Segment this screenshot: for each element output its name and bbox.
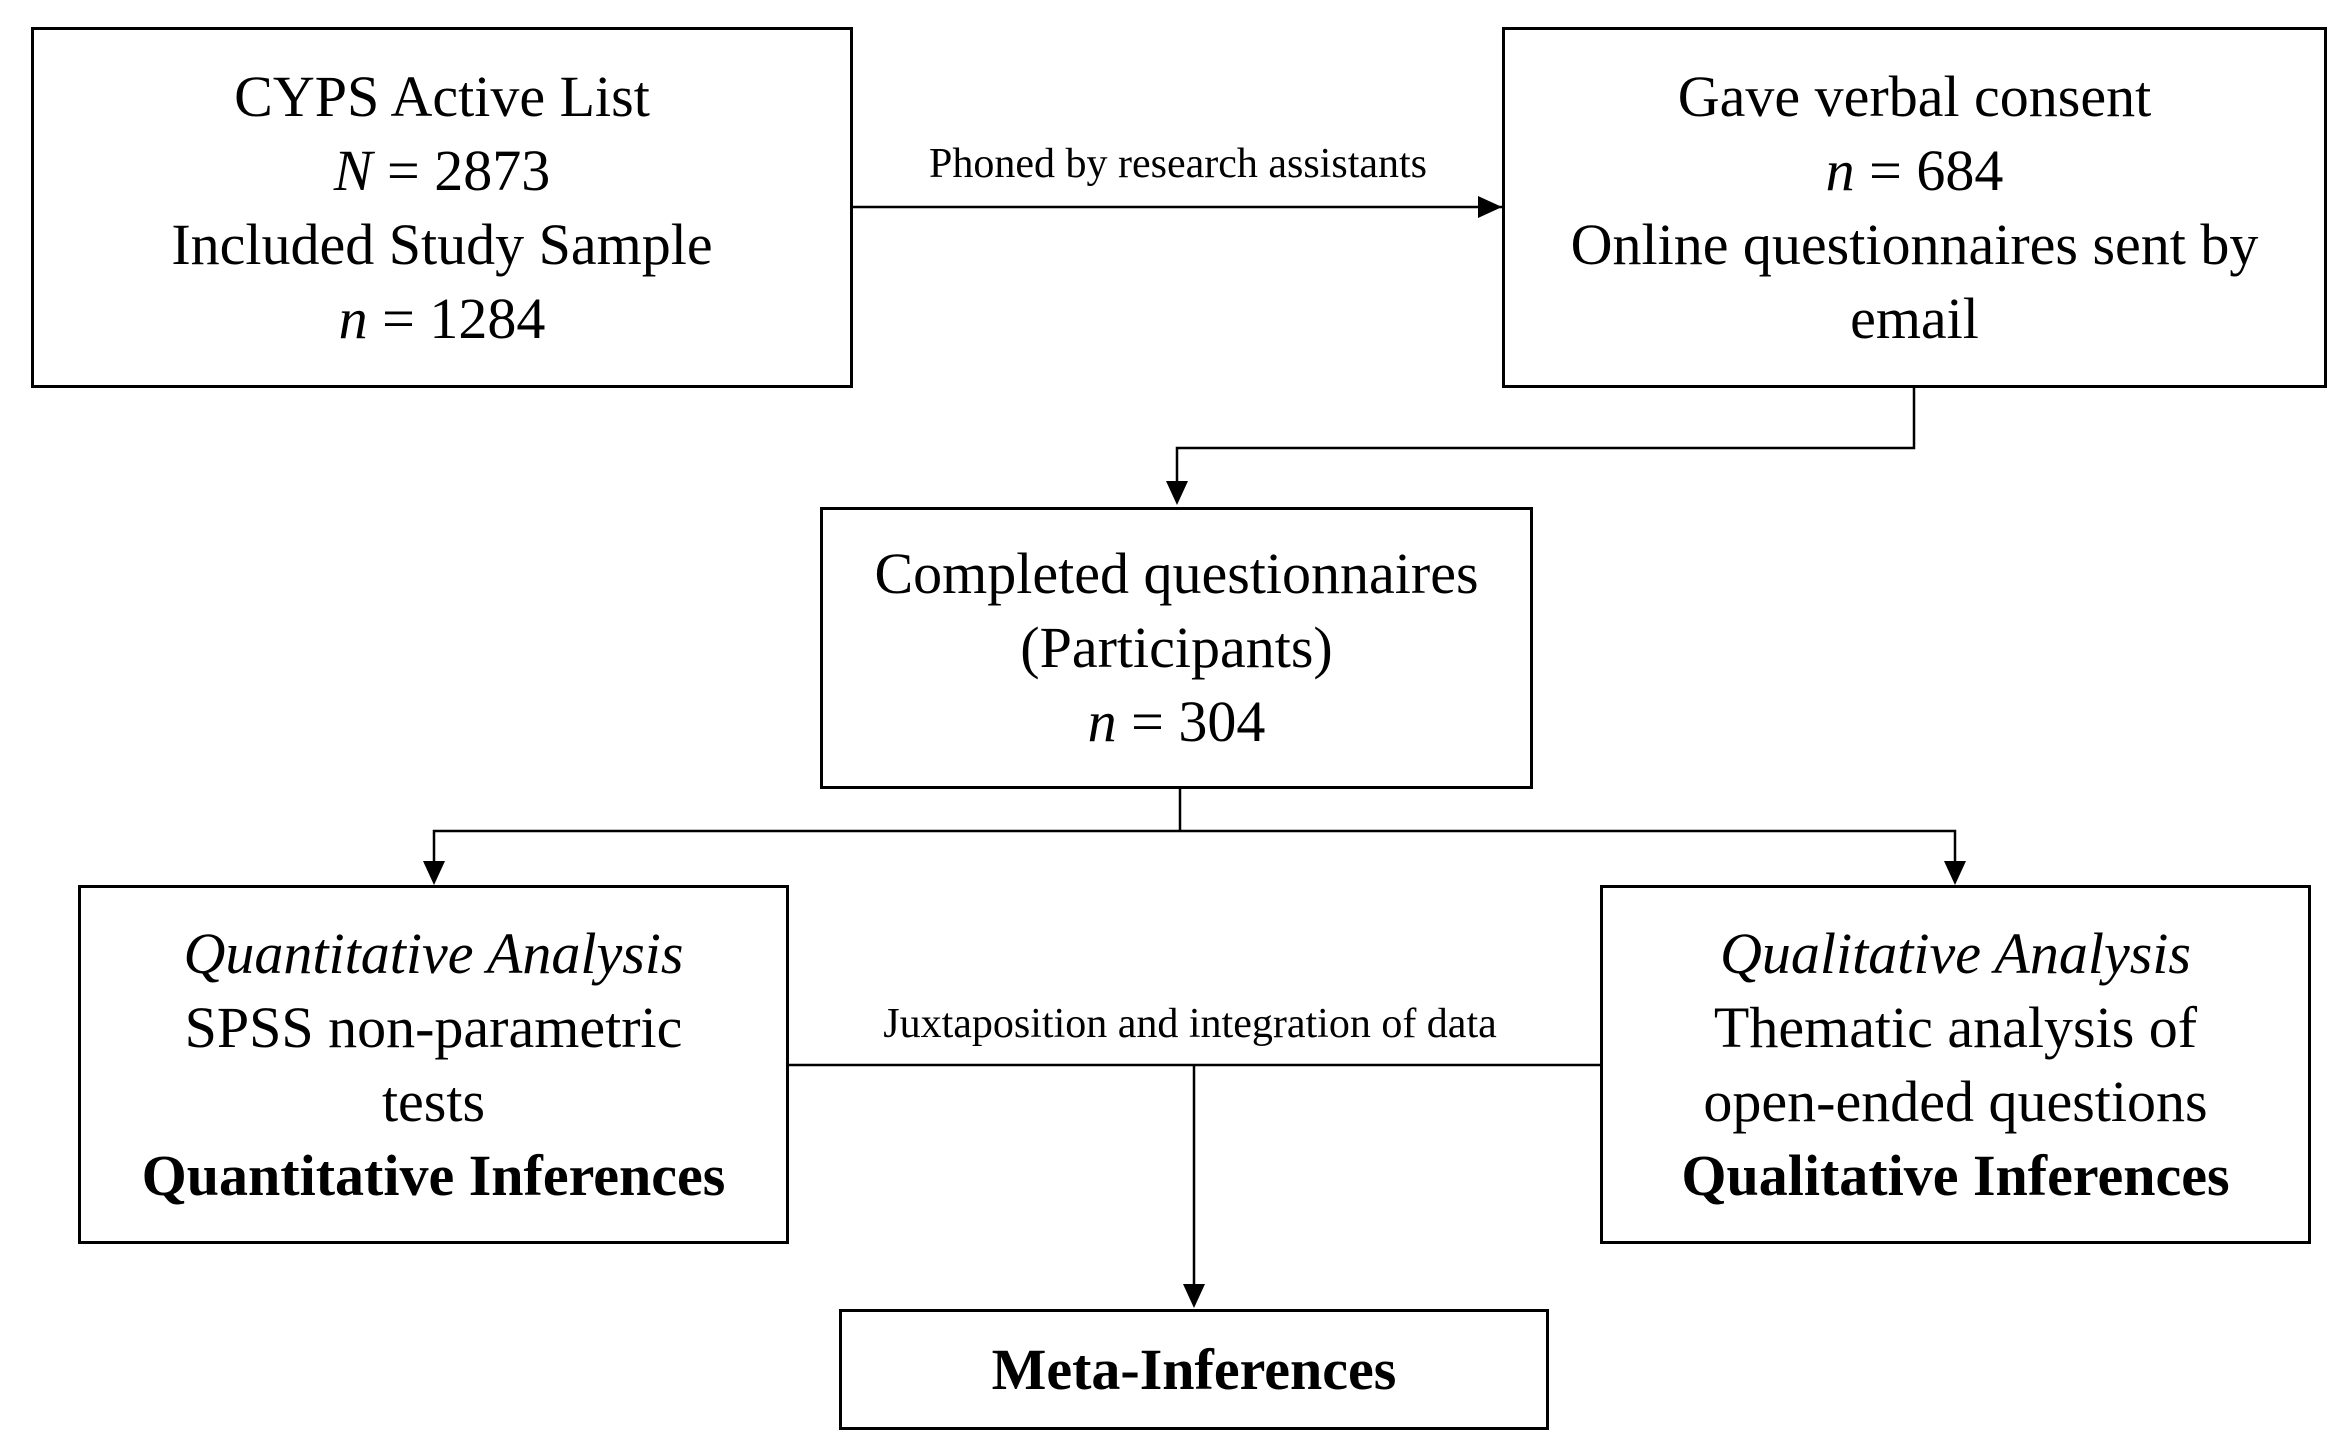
- n-symbol: n: [338, 285, 368, 351]
- qualitative-line2: Thematic analysis of: [1713, 994, 2198, 1060]
- arrow-completed-to-quantitative: [432, 829, 1180, 878]
- arrowhead-completed: [1166, 481, 1188, 505]
- consent-count: n = 684: [1826, 134, 2004, 208]
- qualitative-heading: Qualitative Analysis: [1720, 920, 2191, 986]
- arrow-completed-to-qualitative: [1180, 829, 1957, 878]
- consent-line4: email: [1850, 285, 1979, 351]
- arrowhead-consent: [1478, 196, 1502, 218]
- n-value: = 2873: [386, 137, 551, 203]
- completed-line1: Completed questionnaires: [874, 541, 1479, 606]
- phoned-label: Phoned by research assistants: [928, 141, 1428, 187]
- n-symbol: N: [333, 137, 373, 203]
- cyps-sample-count: n = 1284: [339, 282, 546, 356]
- quantitative-inferences: Quantitative Inferences: [141, 1142, 726, 1208]
- completed-count: n = 304: [1088, 685, 1266, 759]
- consent-title: Gave verbal consent: [1677, 63, 2152, 129]
- arrowhead-meta: [1183, 1284, 1205, 1308]
- cyps-total-count: N = 2873: [334, 134, 550, 208]
- juxtaposition-label: Juxtaposition and integration of data: [883, 1001, 1497, 1047]
- n-value: = 1284: [382, 285, 546, 351]
- quantitative-line3: tests: [381, 1068, 486, 1134]
- cyps-active-list-box: CYPS Active List N = 2873 Included Study…: [31, 27, 853, 388]
- cyps-title: CYPS Active List: [234, 63, 650, 129]
- verbal-consent-box: Gave verbal consent n = 684 Online quest…: [1502, 27, 2327, 388]
- consent-line3: Online questionnaires sent by: [1570, 211, 2259, 277]
- meta-inferences-box: Meta-Inferences: [839, 1309, 1549, 1430]
- qualitative-analysis-box: Qualitative Analysis Thematic analysis o…: [1600, 885, 2311, 1244]
- qualitative-line3: open-ended questions: [1703, 1068, 2208, 1134]
- arrowhead-qualitative: [1944, 861, 1966, 885]
- n-symbol: n: [1825, 137, 1855, 203]
- cyps-sample-label: Included Study Sample: [171, 211, 713, 277]
- quantitative-analysis-box: Quantitative Analysis SPSS non-parametri…: [78, 885, 789, 1244]
- meta-inferences-label: Meta-Inferences: [991, 1336, 1397, 1402]
- arrowhead-quantitative: [423, 861, 445, 885]
- n-value: = 304: [1131, 689, 1266, 754]
- qualitative-inferences: Qualitative Inferences: [1681, 1142, 2230, 1208]
- n-value: = 684: [1869, 137, 2004, 203]
- arrow-consent-to-completed: [1175, 388, 1916, 500]
- completed-line2: (Participants): [1020, 615, 1333, 680]
- n-symbol: n: [1087, 689, 1117, 754]
- quantitative-line2: SPSS non-parametric: [184, 994, 683, 1060]
- quantitative-heading: Quantitative Analysis: [183, 920, 684, 986]
- completed-questionnaires-box: Completed questionnaires (Participants) …: [820, 507, 1533, 789]
